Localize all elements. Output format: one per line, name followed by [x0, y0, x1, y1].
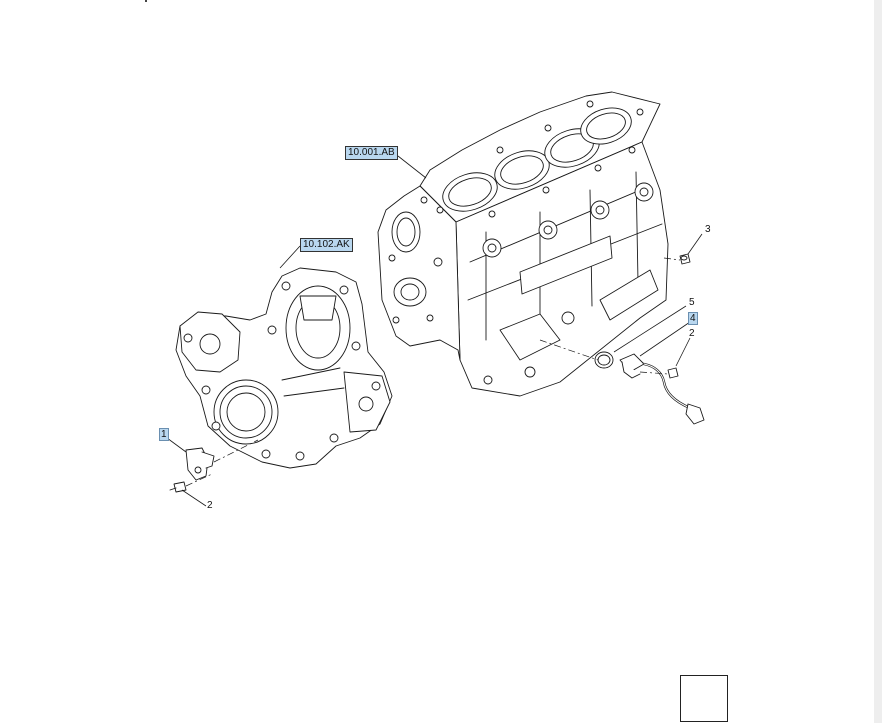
leader-2-right [675, 337, 691, 367]
page-edge [874, 0, 882, 723]
callout-2-right: 2 [689, 328, 695, 339]
leader-1 [166, 437, 187, 453]
axis-bolt-left [185, 473, 213, 487]
reference-10102ak-link[interactable]: 10.102.AK [300, 238, 353, 252]
axis-sensor-right [539, 339, 599, 361]
cam-sensor-with-harness [619, 353, 705, 425]
callout-1[interactable]: 1 [159, 428, 169, 441]
bolt-right [667, 367, 679, 379]
reference-10001ab-link[interactable]: 10.001.AB [345, 146, 398, 160]
engine-block [377, 91, 669, 397]
axis-sensor-left [213, 439, 259, 463]
bolt-left [169, 481, 187, 493]
callout-5: 5 [689, 297, 695, 308]
axis-bolt-right [639, 371, 669, 375]
callout-2-left: 2 [207, 500, 213, 511]
axis-plug [663, 257, 681, 261]
leader-2-left [181, 489, 207, 507]
crank-speed-sensor [185, 447, 215, 481]
callout-3: 3 [705, 224, 711, 235]
plug [679, 253, 691, 265]
leader-5 [613, 305, 687, 353]
leader-10001ab [397, 155, 427, 179]
leader-4 [639, 321, 691, 357]
callout-4[interactable]: 4 [688, 312, 698, 325]
arrow-icon[interactable] [680, 675, 728, 722]
leader-10102ak [279, 245, 301, 269]
marker-dot [145, 0, 147, 2]
leader-3 [687, 233, 703, 255]
timing-cover [175, 267, 393, 469]
o-ring [594, 351, 614, 369]
